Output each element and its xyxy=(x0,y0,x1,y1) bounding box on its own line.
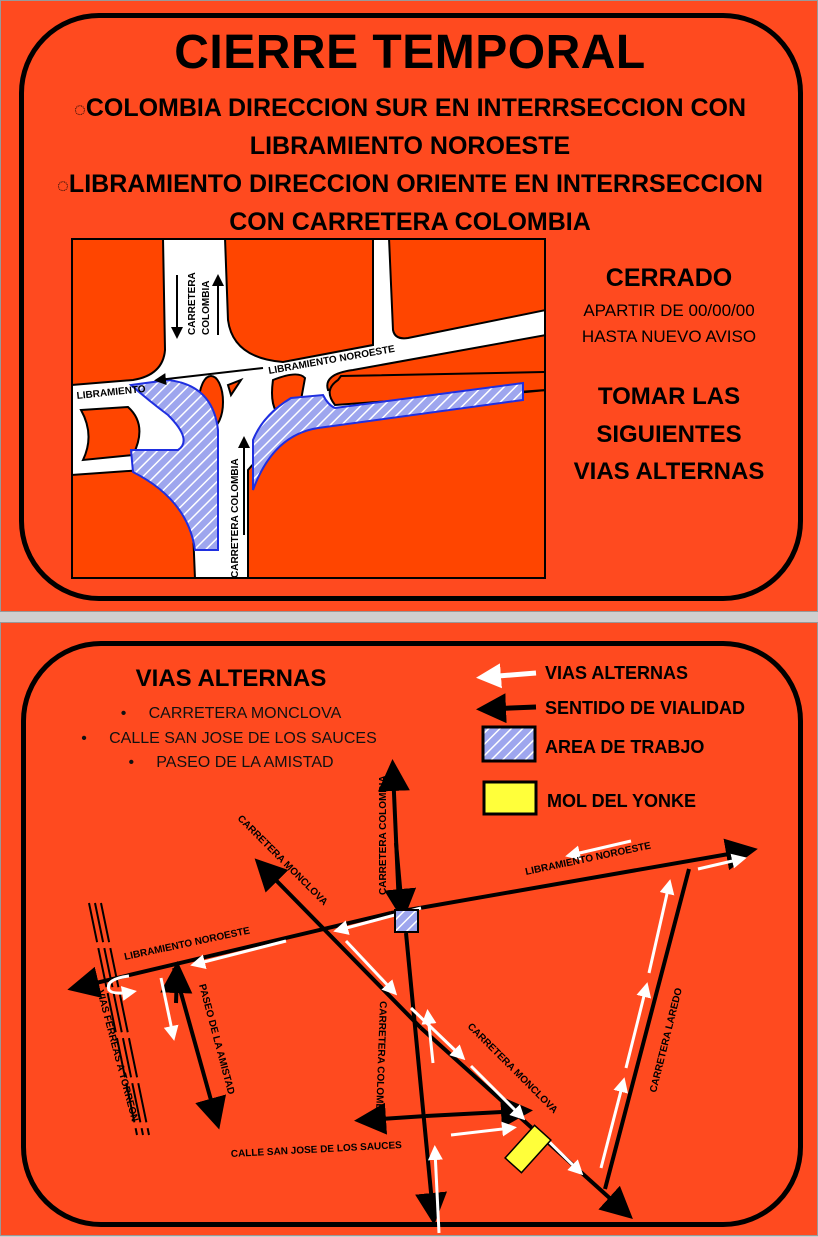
circle-bullet-icon: ◌ xyxy=(57,175,69,197)
closure-2-line-2: CON CARRETERA COLOMBIA xyxy=(229,208,591,236)
legend-alternate-routes: VIAS ALTERNAS xyxy=(545,663,689,683)
alternate-item-label: CALLE SAN JOSE DE LOS SAUCES xyxy=(109,730,377,747)
label-libramiento-west: LIBRAMIENTO NOROESTE xyxy=(123,925,251,962)
notice-title: CIERRE TEMPORAL xyxy=(174,26,646,79)
label-paseo: PASEO DE LA AMISTAD xyxy=(196,983,236,1096)
alternate-item: • CALLE SAN JOSE DE LOS SAUCES xyxy=(79,730,379,748)
alternate-routes-map: CARRETERA COLOMBIA CARRETERA MONCLOVA LI… xyxy=(67,759,758,1234)
label-monclova-north: CARRETERA MONCLOVA xyxy=(235,813,330,908)
alternate-item: • CARRETERA MONCLOVA xyxy=(111,705,351,723)
alternate-item-label: CARRETERA MONCLOVA xyxy=(148,705,342,722)
label-colombia: COLOMBIA xyxy=(201,281,212,335)
work-area-icon xyxy=(481,725,537,763)
bullet-icon: • xyxy=(128,754,135,771)
instruction-line-3: VIAS ALTERNAS xyxy=(573,458,765,485)
label-san-jose: CALLE SAN JOSE DE LOS SAUCES xyxy=(231,1140,403,1160)
black-arrow-icon xyxy=(476,693,537,724)
rounded-frame xyxy=(21,641,803,1227)
alternates-heading: VIAS ALTERNAS xyxy=(135,665,327,692)
closure-2-line-1: ◌LIBRAMIENTO DIRECCION ORIENTE EN INTERR… xyxy=(1,170,818,199)
label-carretera-colombia: CARRETERA COLOMBIA xyxy=(230,458,241,577)
date-until: HASTA NUEVO AVISO xyxy=(581,327,757,346)
circle-bullet-icon: ◌ xyxy=(73,99,86,121)
intersection-detail-map: CARRETERA COLOMBIA LIBRAMIENTO NOROESTE … xyxy=(70,237,547,580)
label-colombia-south: CARRETERA COLOMBIA xyxy=(373,1001,388,1121)
label-colombia-north: CARRETERA COLOMBIA xyxy=(378,775,389,895)
railway xyxy=(88,902,150,1136)
alternate-item-label: PASEO DE LA AMISTAD xyxy=(156,754,334,771)
label-carretera: CARRETERA xyxy=(187,272,198,335)
closure-1-line-1: ◌COLOMBIA DIRECCION SUR EN INTERRSECCION… xyxy=(1,94,818,123)
label-monclova-south: CARRETERA MONCLOVA xyxy=(465,1021,560,1116)
closure-1-line-2: LIBRAMIENTO NOROESTE xyxy=(249,132,571,160)
work-area xyxy=(128,378,524,551)
work-area-marker xyxy=(394,909,419,933)
instruction-line-2: SIGUIENTES xyxy=(596,421,742,448)
legend-symbols xyxy=(476,663,538,816)
bullet-icon: • xyxy=(120,705,127,722)
closure-notice-slide: CIERRE TEMPORAL ◌COLOMBIA DIRECCION SUR … xyxy=(0,0,818,612)
instruction-line-1: TOMAR LAS xyxy=(597,383,741,410)
legend-mall: MOL DEL YONKE xyxy=(547,791,697,811)
closure-1-text: COLOMBIA DIRECCION SUR EN INTERRSECCION … xyxy=(85,94,747,122)
legend-work-area: AREA DE TRABJO xyxy=(545,737,705,757)
mall-icon xyxy=(482,780,538,816)
alternate-routes-slide: VIAS ALTERNAS • CARRETERA MONCLOVA • CAL… xyxy=(0,622,818,1236)
status-closed: CERRADO xyxy=(605,264,733,292)
alternate-item: • PASEO DE LA AMISTAD xyxy=(111,754,351,772)
date-from: APARTIR DE 00/00/00 xyxy=(583,301,755,320)
white-arrow-icon xyxy=(476,663,537,689)
legend-traffic-direction: SENTIDO DE VIALIDAD xyxy=(545,698,746,718)
rounded-frame xyxy=(19,13,803,601)
alternate-route-arrows xyxy=(106,839,747,1234)
mall-marker xyxy=(504,1124,552,1174)
closure-2-text: LIBRAMIENTO DIRECCION ORIENTE EN INTERRS… xyxy=(68,170,763,198)
bullet-icon: • xyxy=(81,730,87,747)
